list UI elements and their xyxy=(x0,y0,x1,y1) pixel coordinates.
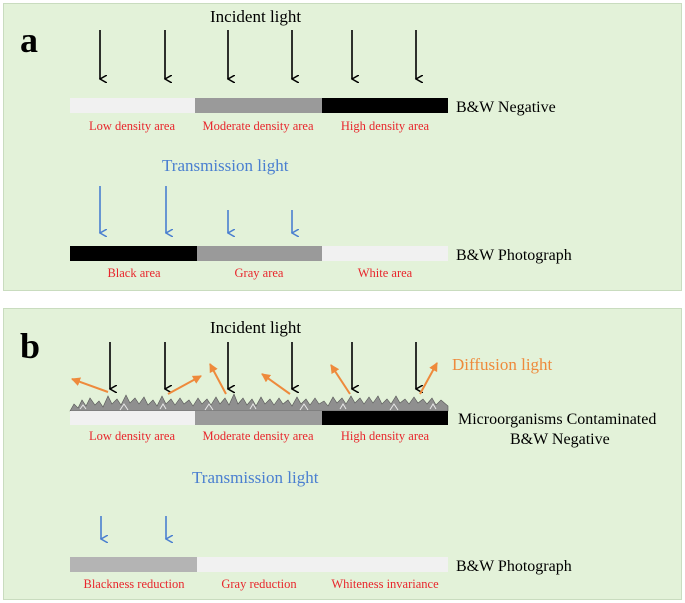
panel-a-transmission-title: Transmission light xyxy=(162,156,289,175)
area-label-high: High density area xyxy=(341,119,430,133)
panel-a xyxy=(3,3,682,291)
panel-b-transmission-arrows xyxy=(101,516,166,539)
gray-segment xyxy=(197,246,322,261)
photo-label-blackness-reduction: Blackness reduction xyxy=(83,577,185,591)
microorganism-highlights xyxy=(79,403,437,411)
area-label-high: High density area xyxy=(341,429,430,443)
panel-a-incident-arrows xyxy=(100,30,416,79)
photo-label-whiteness-invariance: Whiteness invariance xyxy=(331,577,439,591)
panel-b-negative-strip xyxy=(70,411,448,425)
diffusion-arrow xyxy=(209,363,227,395)
panel-b-incident-title: Incident light xyxy=(210,318,301,337)
photo-label-black: Black area xyxy=(107,266,161,280)
diffusion-arrow xyxy=(330,364,351,395)
diffusion-arrow xyxy=(167,375,202,395)
panel-a-negative-strip xyxy=(70,98,448,113)
panel-b xyxy=(3,308,682,600)
photo-label-gray-reduction: Gray reduction xyxy=(221,577,297,591)
panel-a-photo-strip xyxy=(70,246,448,261)
panel-b-diffusion-title: Diffusion light xyxy=(452,355,553,374)
diffusion-arrow xyxy=(419,362,438,395)
low-density-segment xyxy=(70,98,195,113)
panel-b-transmission-title: Transmission light xyxy=(192,468,319,487)
area-label-moderate: Moderate density area xyxy=(202,119,314,133)
panel-b-label: b xyxy=(20,326,40,366)
panel-b-diffusion-arrows xyxy=(71,362,438,395)
microorganism-layer xyxy=(69,393,449,412)
panel-a-negative-label: B&W Negative xyxy=(456,99,556,116)
moderate-density-segment xyxy=(195,411,322,425)
area-label-low: Low density area xyxy=(89,429,176,443)
low-density-segment xyxy=(70,411,195,425)
area-label-low: Low density area xyxy=(89,119,176,133)
white-segment xyxy=(322,557,448,572)
reduced-gray-segment xyxy=(197,557,322,572)
panel-b-incident-arrows xyxy=(110,342,416,389)
panel-b-photo-strip xyxy=(70,557,448,572)
panel-b-photo-label: B&W Photograph xyxy=(456,558,572,575)
panel-a-incident-title: Incident light xyxy=(210,7,301,26)
panel-b-negative-label-line2: B&W Negative xyxy=(510,431,610,448)
reduced-black-segment xyxy=(70,557,197,572)
high-density-segment xyxy=(322,411,448,425)
moderate-density-segment xyxy=(195,98,322,113)
panel-a-photo-label: B&W Photograph xyxy=(456,247,572,264)
high-density-segment xyxy=(322,98,448,113)
white-segment xyxy=(322,246,448,261)
black-segment xyxy=(70,246,197,261)
panel-a-label: a xyxy=(20,20,38,60)
panel-b-negative-label-line1: Microorganisms Contaminated xyxy=(458,411,656,428)
panel-a-transmission-arrows xyxy=(100,186,292,233)
diffusion-arrow xyxy=(261,373,291,395)
photo-label-gray: Gray area xyxy=(235,266,284,280)
diffusion-arrow xyxy=(71,377,109,393)
photo-label-white: White area xyxy=(358,266,413,280)
area-label-moderate: Moderate density area xyxy=(202,429,314,443)
